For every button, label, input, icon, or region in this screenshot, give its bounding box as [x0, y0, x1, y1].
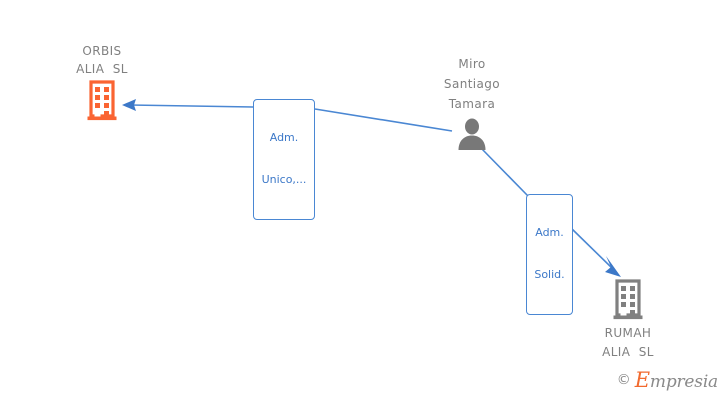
node-person-miro-santiago-tamara[interactable]: Miro Santiago Tamara	[412, 57, 532, 151]
brand-logo-text: Empresia	[635, 368, 718, 392]
empresia-watermark: © Empresia	[617, 368, 718, 392]
building-icon	[87, 80, 117, 121]
node-company-rumah-label-line1: RUMAH	[604, 326, 652, 340]
node-company-orbis-label-line1: ORBIS	[82, 44, 122, 58]
node-company-rumah-label-line2: ALIA SL	[602, 345, 654, 359]
edge-unico-arrowhead	[122, 99, 136, 111]
edge-solid-arrowhead	[605, 256, 621, 277]
edge-label-adm-unico[interactable]: Adm. Unico,...	[253, 99, 315, 220]
brand-initial: E	[634, 368, 650, 392]
node-company-orbis-label-line2: ALIA SL	[76, 62, 128, 76]
node-company-rumah[interactable]: RUMAH ALIA SL	[578, 279, 678, 359]
node-person-label-line3: Tamara	[448, 97, 496, 111]
node-company-orbis[interactable]: ORBIS ALIA SL	[52, 44, 152, 122]
edge-label-adm-unico-line1: Adm.	[269, 131, 299, 144]
edge-label-adm-unico-line2: Unico,...	[261, 173, 307, 186]
edge-label-adm-solid-line1: Adm.	[535, 226, 564, 239]
node-person-label-line1: Miro	[458, 57, 486, 71]
node-person-label-line2: Santiago	[443, 77, 501, 91]
person-icon	[458, 118, 486, 150]
edge-unico-line-right	[314, 108, 453, 132]
edge-unico-line-left	[129, 104, 254, 108]
edge-solid-line-upper	[480, 147, 529, 197]
building-icon	[613, 279, 643, 320]
edge-label-adm-solid-line2: Solid.	[534, 268, 565, 281]
brand-rest: mpresia	[649, 372, 718, 392]
edge-label-adm-solid[interactable]: Adm. Solid.	[526, 194, 573, 315]
copyright-icon: ©	[616, 372, 631, 388]
edge-solid-line-lower	[570, 227, 614, 270]
